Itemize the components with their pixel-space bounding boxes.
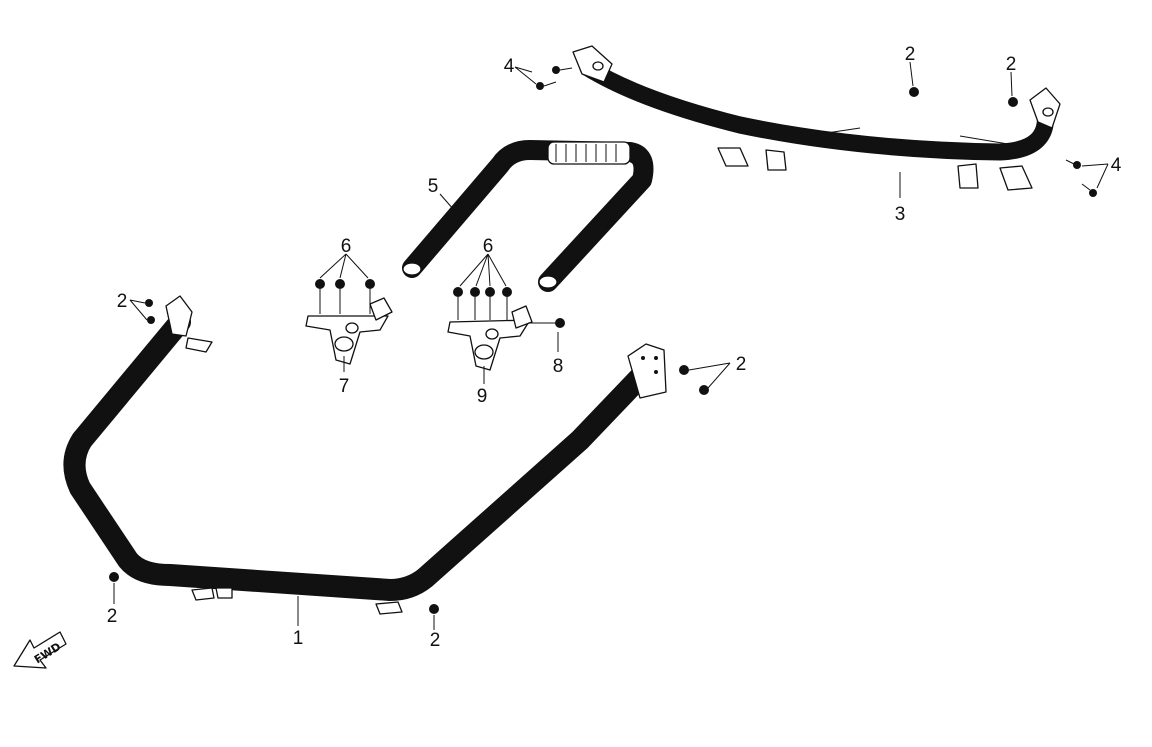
nut-rear-2 [1008, 97, 1018, 107]
bolt-group-front-left [145, 299, 155, 324]
rear-cross-tube [572, 45, 1061, 191]
front-loop-tube [63, 295, 667, 615]
bolt-group-front-right [679, 365, 709, 395]
callout-6-left: 6 [341, 236, 352, 257]
nut-bottom-left [109, 572, 119, 582]
callout-5: 5 [428, 176, 439, 197]
nut-bottom-center [429, 604, 439, 614]
callout-4-left: 4 [504, 56, 515, 77]
callout-1: 1 [293, 628, 304, 649]
nut-rear-1 [909, 87, 919, 97]
callout-2-front-left: 2 [117, 291, 128, 312]
long-bolt [528, 318, 565, 328]
callout-2-bottom-left: 2 [107, 606, 118, 627]
callout-2-rear-right: 2 [1006, 54, 1017, 75]
callout-2-rear-left: 2 [905, 44, 916, 65]
handle-mount-left [305, 297, 393, 365]
callout-9: 9 [477, 386, 488, 407]
callout-7: 7 [339, 376, 350, 397]
callout-2-right-bracket: 2 [736, 354, 747, 375]
handle-grip [547, 141, 631, 165]
callout-3: 3 [895, 204, 906, 225]
bolt-group-rear-right [1065, 159, 1097, 197]
bolt-group-handle-right [453, 287, 512, 320]
bolt-group-handle-left [315, 279, 375, 314]
callout-6-right: 6 [483, 236, 494, 257]
callout-labels: 1 2 2 2 2 2 2 3 4 4 5 6 6 7 8 9 [107, 44, 1122, 651]
callout-leaders [113, 61, 1109, 630]
callout-8: 8 [553, 356, 564, 377]
callout-4-right: 4 [1111, 155, 1122, 176]
callout-2-bottom-center: 2 [430, 630, 441, 651]
grab-handle [402, 140, 654, 292]
bolt-group-rear-left [536, 66, 573, 90]
forward-arrow-icon: FWD [13, 631, 67, 669]
handle-mount-right [447, 305, 533, 371]
